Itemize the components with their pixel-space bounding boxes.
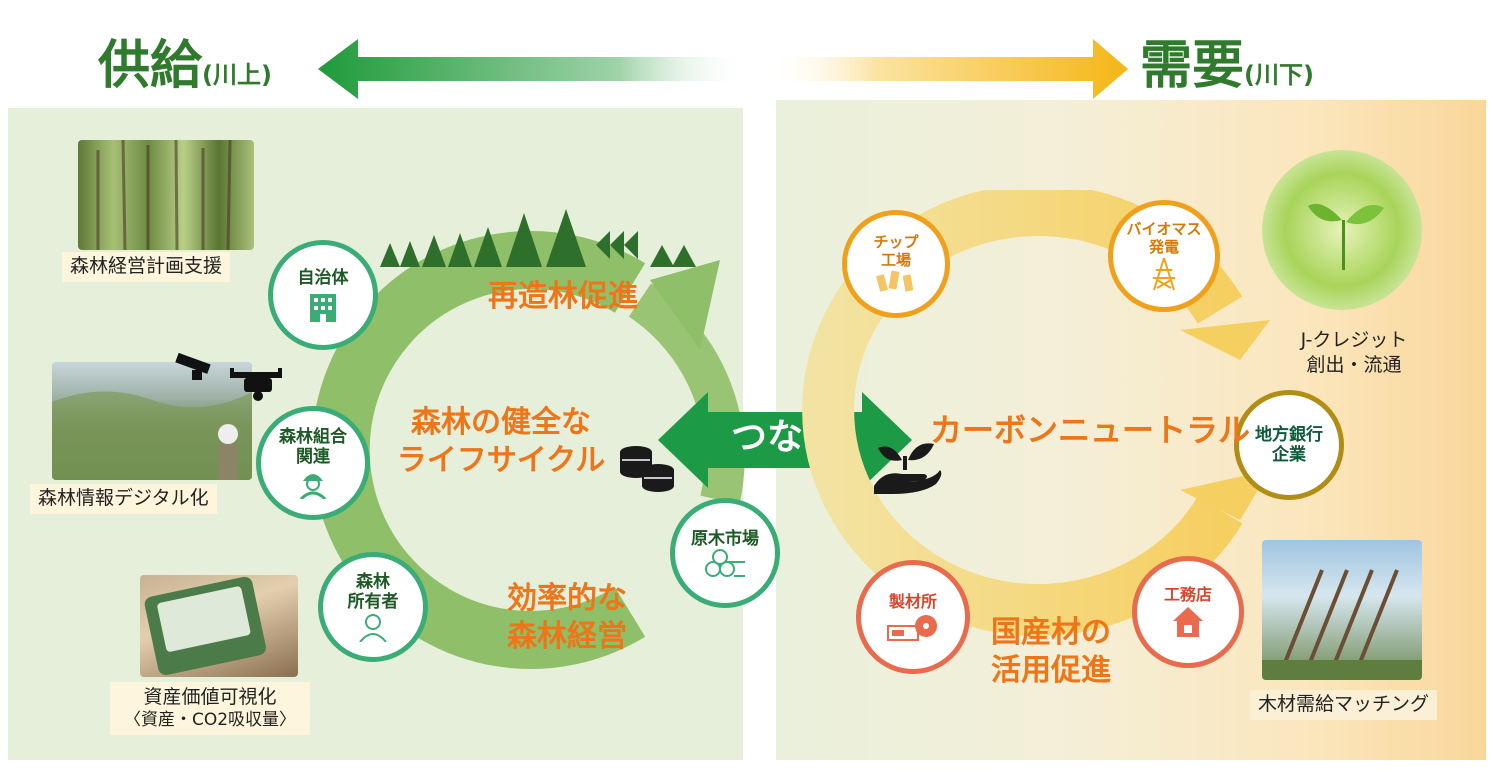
bank-label-line1: 地方銀行 [1255,424,1323,445]
domestic-line1: 国産材の [991,615,1111,650]
cooperative-label-line2: 関連 [296,447,330,467]
supply-subtitle: (川上) [202,61,272,89]
node-regional-bank: 地方銀行 企業 [1234,390,1344,500]
market-arrowhead-top [1180,320,1270,360]
jcredit-line2: 創出・流通 [1306,353,1402,376]
supply-arrow [318,39,748,99]
node-municipality: 自治体 [268,240,378,350]
building-icon [310,294,336,323]
owner-label-line2: 所有者 [347,592,399,612]
node-log-market: 原木市場 [670,498,780,608]
efficient-label: 効率的な 森林経営 [492,580,642,655]
asset-caption-line1: 資産価値可視化 [143,686,277,708]
bank-label-line2: 企業 [1272,445,1306,465]
demand-subtitle: (川下) [1244,61,1314,89]
jcredit-line1: J-クレジット [1300,329,1408,351]
cooperative-label-line1: 森林組合 [279,426,347,447]
coins-icon [620,446,674,492]
landscape-hills [52,391,252,480]
demand-arrow [768,39,1128,99]
forest-photo [78,140,254,250]
demand-title: 需要 [1140,36,1245,96]
trees-icon [380,209,696,267]
lifecycle-label: 森林の健全な ライフサイクル [386,404,616,479]
biomass-label-line2: 発電 [1148,238,1179,256]
municipality-label: 自治体 [297,267,349,288]
supply-title: 供給 [98,36,203,96]
worker-icon [299,474,327,500]
chip-label-line1: チップ [873,233,919,251]
sprout-leaves [1308,203,1384,270]
supply-heading: 供給(川上) [98,40,272,92]
sawmill-label: 製材所 [888,592,937,612]
log-market-label: 原木市場 [691,528,759,549]
power-tower-icon [1153,257,1175,291]
demand-heading: 需要(川下) [1140,40,1314,92]
logs-icon [705,549,745,578]
sprout-photo [1262,150,1422,310]
carbon-neutral-label: カーボンニュートラル [930,411,1251,449]
smartphone-photo [140,575,298,677]
owner-label-line1: 森林 [356,571,390,592]
lifecycle-line2: ライフサイクル [396,442,606,478]
saw-icon [887,614,937,641]
reforest-label: 再造林促進 [488,279,638,314]
asset-caption: 資産価値可視化 〈資産・CO2吸収量〉 [110,682,310,735]
landscape-photo [52,362,252,480]
market-arrowhead-bottom [1180,470,1270,520]
asset-caption-line2: 〈資産・CO2吸収量〉 [123,709,297,730]
domestic-line2: 活用促進 [991,652,1111,688]
node-forest-owner: 森林 所有者 [318,552,428,662]
domestic-wood-label: 国産材の 活用促進 [976,614,1126,689]
node-builder: 工務店 [1132,556,1244,668]
smartphone-screen [144,576,266,675]
hand-sprout-icon [874,443,942,494]
supply-demand-arrows [318,39,1128,99]
market-arc [802,190,1243,636]
jcredit-caption: J-クレジット 創出・流通 [1284,328,1424,377]
house-icon [1173,606,1203,637]
node-biomass-power: バイオマス 発電 [1108,200,1220,312]
node-forest-cooperative: 森林組合 関連 [256,406,370,520]
node-chip-factory: チップ 工場 [842,210,950,318]
node-sawmill: 製材所 [856,560,970,674]
digital-caption: 森林情報デジタル化 [30,484,217,514]
wood-chips-icon [876,270,914,292]
efficient-line1: 効率的な [507,581,627,616]
lifecycle-line1: 森林の健全な [411,405,591,440]
cycle-arrowhead [650,260,720,350]
cycle-arc-right [628,283,745,505]
person-icon [359,614,387,643]
drone-satellite-icon [175,352,282,401]
builder-label: 工務店 [1163,585,1212,605]
biomass-label-line1: バイオマス [1126,220,1202,238]
chip-label-line2: 工場 [880,251,911,269]
matching-caption: 木材需給マッチング [1250,690,1438,720]
forest-plan-caption: 森林経営計画支援 [62,252,231,282]
efficient-line2: 森林経営 [507,618,627,654]
wooden-building-photo [1262,540,1422,680]
forest-trunks [96,140,232,250]
building-structure [1262,569,1422,680]
market-cycle-ring [802,190,1270,636]
